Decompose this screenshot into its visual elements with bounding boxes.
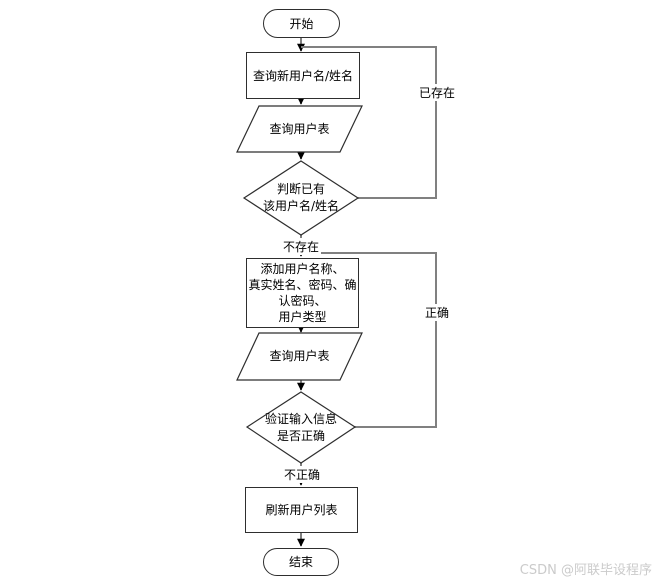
decision-shape-verify-input — [245, 391, 357, 464]
node-add-user-info-line4: 用户类型 — [278, 310, 327, 324]
edge-label-incorrect: 不正确 — [281, 466, 323, 483]
node-refresh-user-list-label: 刷新用户列表 — [265, 503, 338, 517]
edge-exists-feedback — [301, 46, 437, 199]
edge-correct-feedback — [301, 252, 437, 428]
node-end: 结束 — [263, 548, 339, 576]
edge-label-not-exists: 不存在 — [280, 238, 322, 255]
csdn-watermark: CSDN @阿联毕设程序 — [519, 563, 652, 578]
node-refresh-user-list: 刷新用户列表 — [245, 487, 358, 533]
data-shape-query-user-table-2 — [236, 332, 363, 381]
node-end-label: 结束 — [288, 555, 313, 569]
edge-label-correct: 正确 — [422, 304, 452, 321]
node-add-user-info-line1: 添加用户名称、 — [260, 262, 345, 276]
node-add-user-info: 添加用户名称、 真实姓名、密码、确 认密码、 用户类型 — [246, 258, 359, 328]
node-query-new-user: 查询新用户名/姓名 — [246, 52, 360, 99]
decision-shape-check-user-exists — [242, 160, 360, 236]
node-add-user-info-line3: 认密码、 — [278, 294, 327, 308]
node-add-user-info-line2: 真实姓名、密码、确 — [248, 278, 357, 292]
node-query-new-user-label: 查询新用户名/姓名 — [252, 68, 354, 83]
data-shape-query-user-table-1 — [236, 105, 363, 153]
node-start: 开始 — [263, 9, 340, 38]
node-start-label: 开始 — [289, 16, 314, 31]
edge-label-exists: 已存在 — [416, 84, 458, 101]
